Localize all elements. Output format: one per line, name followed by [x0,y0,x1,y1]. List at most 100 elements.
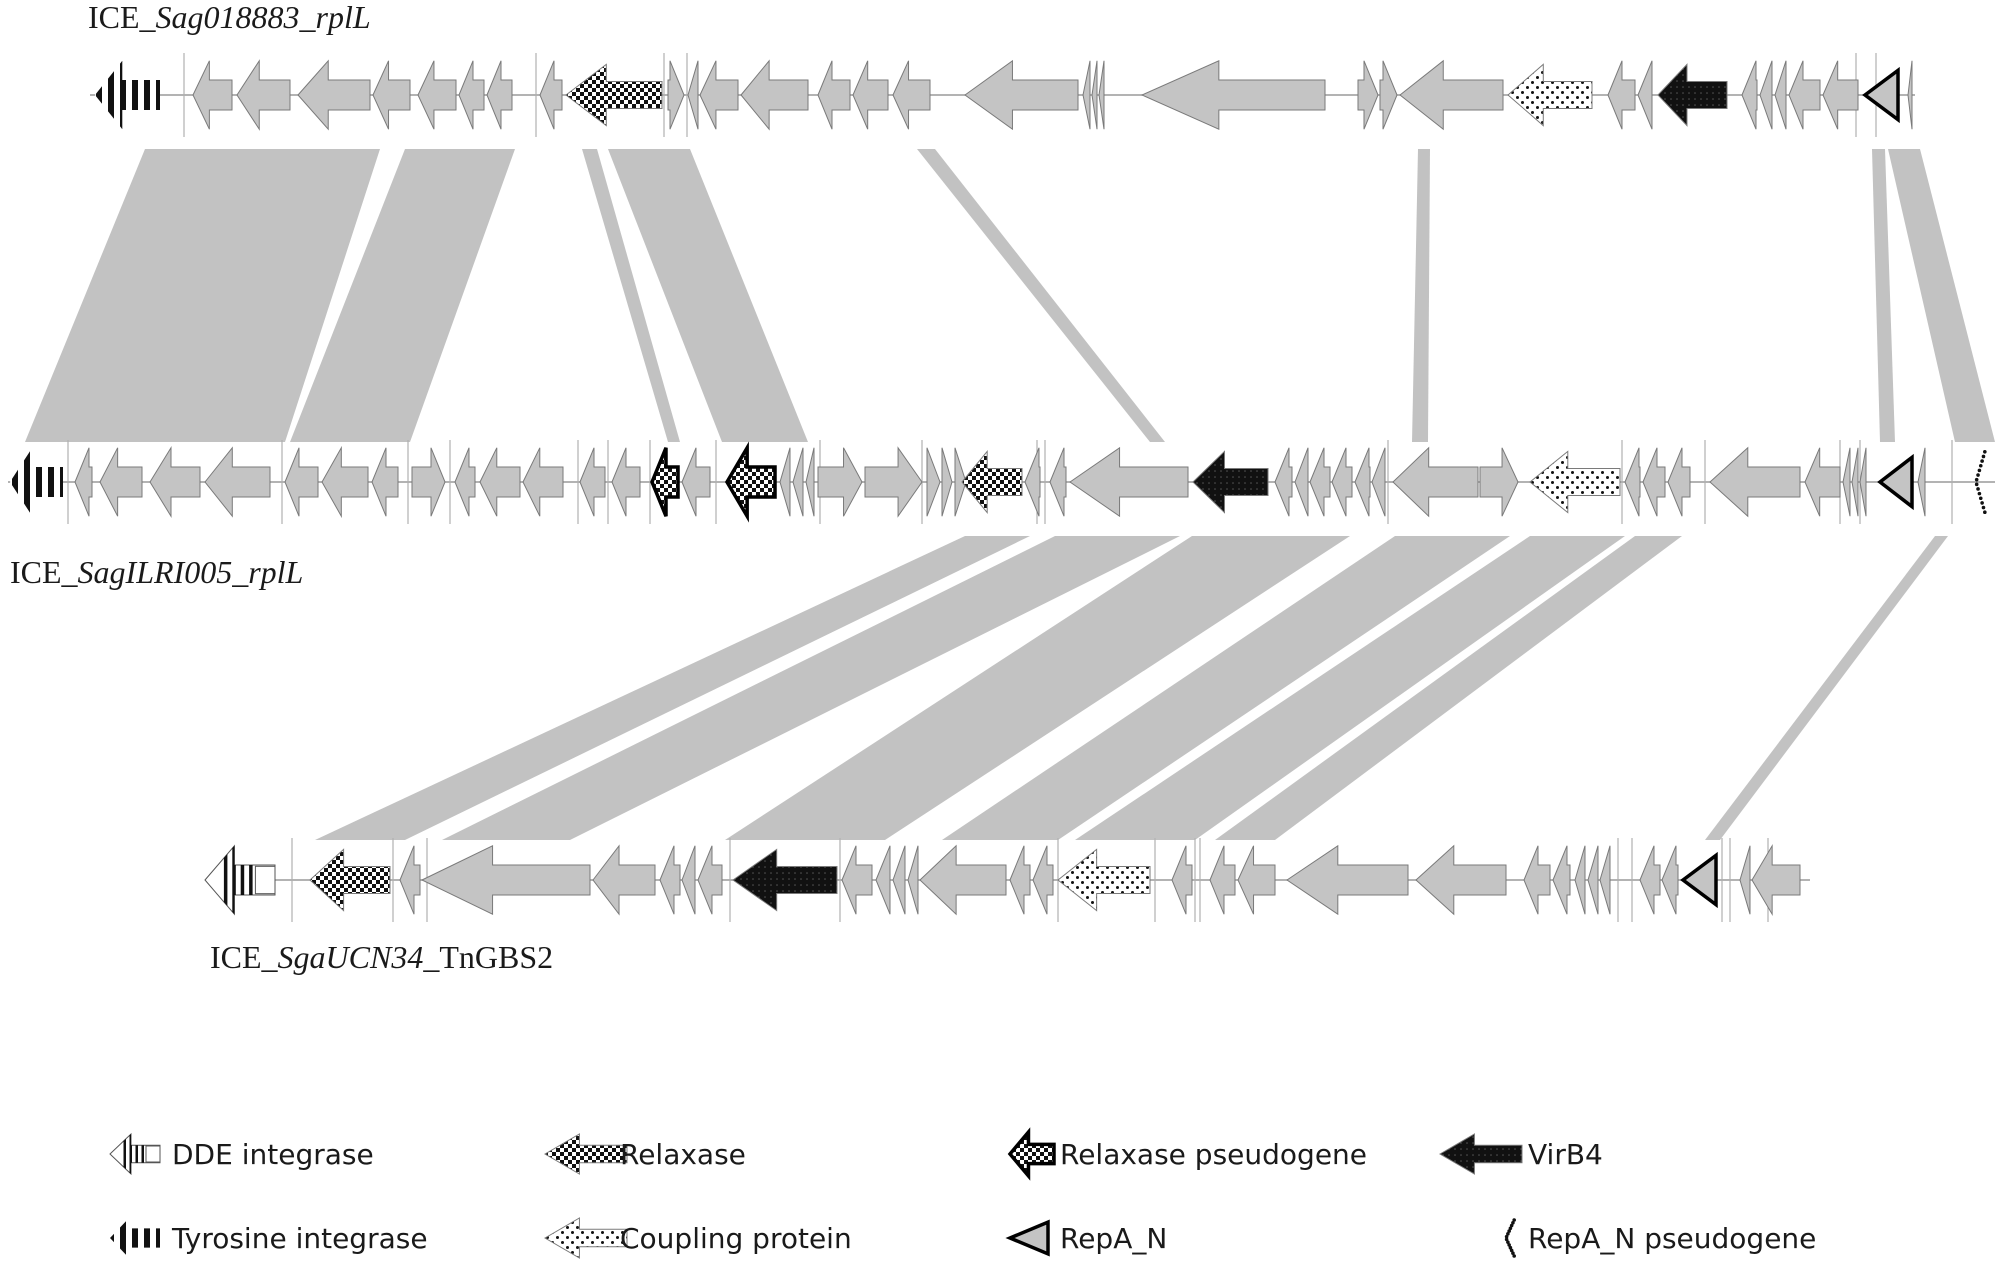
gene-t2-39-coupling [1529,450,1621,514]
legend-icon-relaxpseudo [1007,1127,1056,1181]
gene-t3-32-grey [1751,843,1801,917]
gene-t2-31-grey [1274,447,1293,517]
gene-t3-13-grey [907,845,919,915]
homology-link-10 [442,536,1180,840]
gene-t2-24-grey [941,447,953,517]
gene-t3-16-grey [1032,845,1054,915]
gene-t1-26-coupling [1507,63,1593,127]
gene-t2-13-grey [579,447,606,517]
gene-t2-17-relaxpseudo [724,441,777,523]
gene-t3-31-grey [1739,845,1751,915]
gene-t3-14-grey [919,844,1007,916]
gene-t2-35-grey [1354,447,1371,517]
track-label-ice-sgaucn34: ICE_SgaUCN34_TnGBS2 [210,939,553,975]
gene-t1-9-grey [539,60,563,130]
legend-label-coupling-protein: Coupling protein [620,1222,852,1255]
gene-t3-10-grey [841,845,873,915]
gene-t3-3-grey [399,845,421,915]
gene-t2-44-grey [1804,447,1841,517]
gene-t3-9-virb4 [732,848,838,912]
track-label-ice-sagilri005: ICE_SagILRI005_rplL [10,554,303,590]
gene-t1-25-grey [1399,59,1504,131]
gene-t1-3-grey [236,59,291,131]
gene-t3-29-grey [1661,845,1679,915]
gene-t2-34-grey [1331,447,1353,517]
legend-label-relaxase: Relaxase [620,1138,746,1171]
gene-t1-13-grey [699,60,739,130]
gene-t3-19-grey [1209,845,1236,915]
gene-t1-10-relax [565,63,663,127]
homology-link-3 [582,149,680,442]
gene-t1-17-grey [892,60,931,130]
track-label-ice-sag018883: ICE_Sag018883_rplL [88,0,371,35]
gene-t2-10-grey [454,447,476,517]
legend-label-dde-integrase: DDE integrase [172,1138,374,1171]
gene-t2-41-grey [1642,447,1666,517]
gene-t1-24-grey [1379,60,1398,130]
gene-t2-22-grey [864,446,923,518]
gene-t2-4-grey [149,446,201,518]
gene-t2-11-grey [479,447,521,517]
gene-t3-11-grey [875,845,891,915]
legend-icon-tyr [110,1216,160,1260]
gene-t2-6-grey [284,447,319,517]
gene-t2-32-grey [1294,447,1309,517]
legend-icon-repapseudo [1504,1218,1516,1258]
gene-t2-20-grey [805,447,815,517]
gene-t2-26-relax [961,450,1023,514]
gene-t1-32-grey [1774,60,1787,130]
gene-t2-5-grey [204,446,271,518]
gene-t2-38-grey [1479,447,1519,517]
gene-t1-16-grey [852,60,889,130]
gene-t2-9-grey [411,447,446,517]
gene-t2-1-tyr [10,447,63,517]
gene-t1-11-grey [667,60,685,130]
gene-t2-30-virb4 [1192,450,1269,514]
homology-links [25,149,1995,840]
homology-link-1 [25,149,380,442]
gene-t3-4-grey [420,845,591,915]
gene-t3-7-grey [681,845,696,915]
gene-t1-14-grey [740,59,809,131]
gene-t2-45-grey [1842,447,1851,517]
gene-t1-21-grey [1098,60,1105,130]
gene-t3-24-grey [1552,845,1571,915]
legend-icon-dde [109,1132,161,1176]
gene-t2-48-repa [1877,453,1914,511]
homology-link-9 [315,536,1030,840]
gene-t1-34-grey [1822,60,1859,130]
gene-track-t2 [8,440,1995,524]
legend-icon-repa [1005,1219,1050,1257]
gene-t3-21-grey [1286,844,1409,916]
legend-label-tyrosine-integrase: Tyrosine integrase [171,1222,428,1255]
gene-t2-7-grey [321,445,369,519]
gene-t2-14-grey [611,447,641,517]
gene-t2-43-grey [1709,446,1801,518]
gene-t1-8-grey [486,60,513,130]
gene-t2-47-grey [1859,447,1867,517]
gene-t3-8-grey [697,845,723,915]
legend-label-relaxase-pseudogene: Relaxase pseudogene [1060,1138,1367,1171]
gene-t3-17-coupling [1057,848,1151,912]
gene-t2-23-grey [926,447,941,517]
legend-icon-coupling [544,1217,628,1259]
homology-link-14 [1215,536,1682,840]
gene-t2-18-grey [779,447,791,517]
gene-t3-18-grey [1171,845,1193,915]
gene-tracks [8,53,1995,922]
gene-t2-16-grey [681,447,711,517]
gene-t3-28-grey [1639,845,1661,915]
gene-t2-3-grey [99,447,143,517]
gene-t3-30-repa [1680,851,1718,909]
gene-t1-1-tyr [95,60,160,130]
gene-t2-36-grey [1371,447,1386,517]
gene-t2-12-grey [522,447,564,517]
gene-t3-27-grey [1599,845,1611,915]
legend-icon-virb4 [1439,1133,1523,1175]
gene-track-t1 [90,53,1915,137]
legend-label-repa-n-pseudogene: RepA_N pseudogene [1528,1222,1816,1255]
gene-t1-23-grey [1357,60,1379,130]
gene-t3-20-grey [1237,845,1276,915]
gene-t3-12-grey [892,845,906,915]
gene-t1-36-grey [1907,60,1913,130]
